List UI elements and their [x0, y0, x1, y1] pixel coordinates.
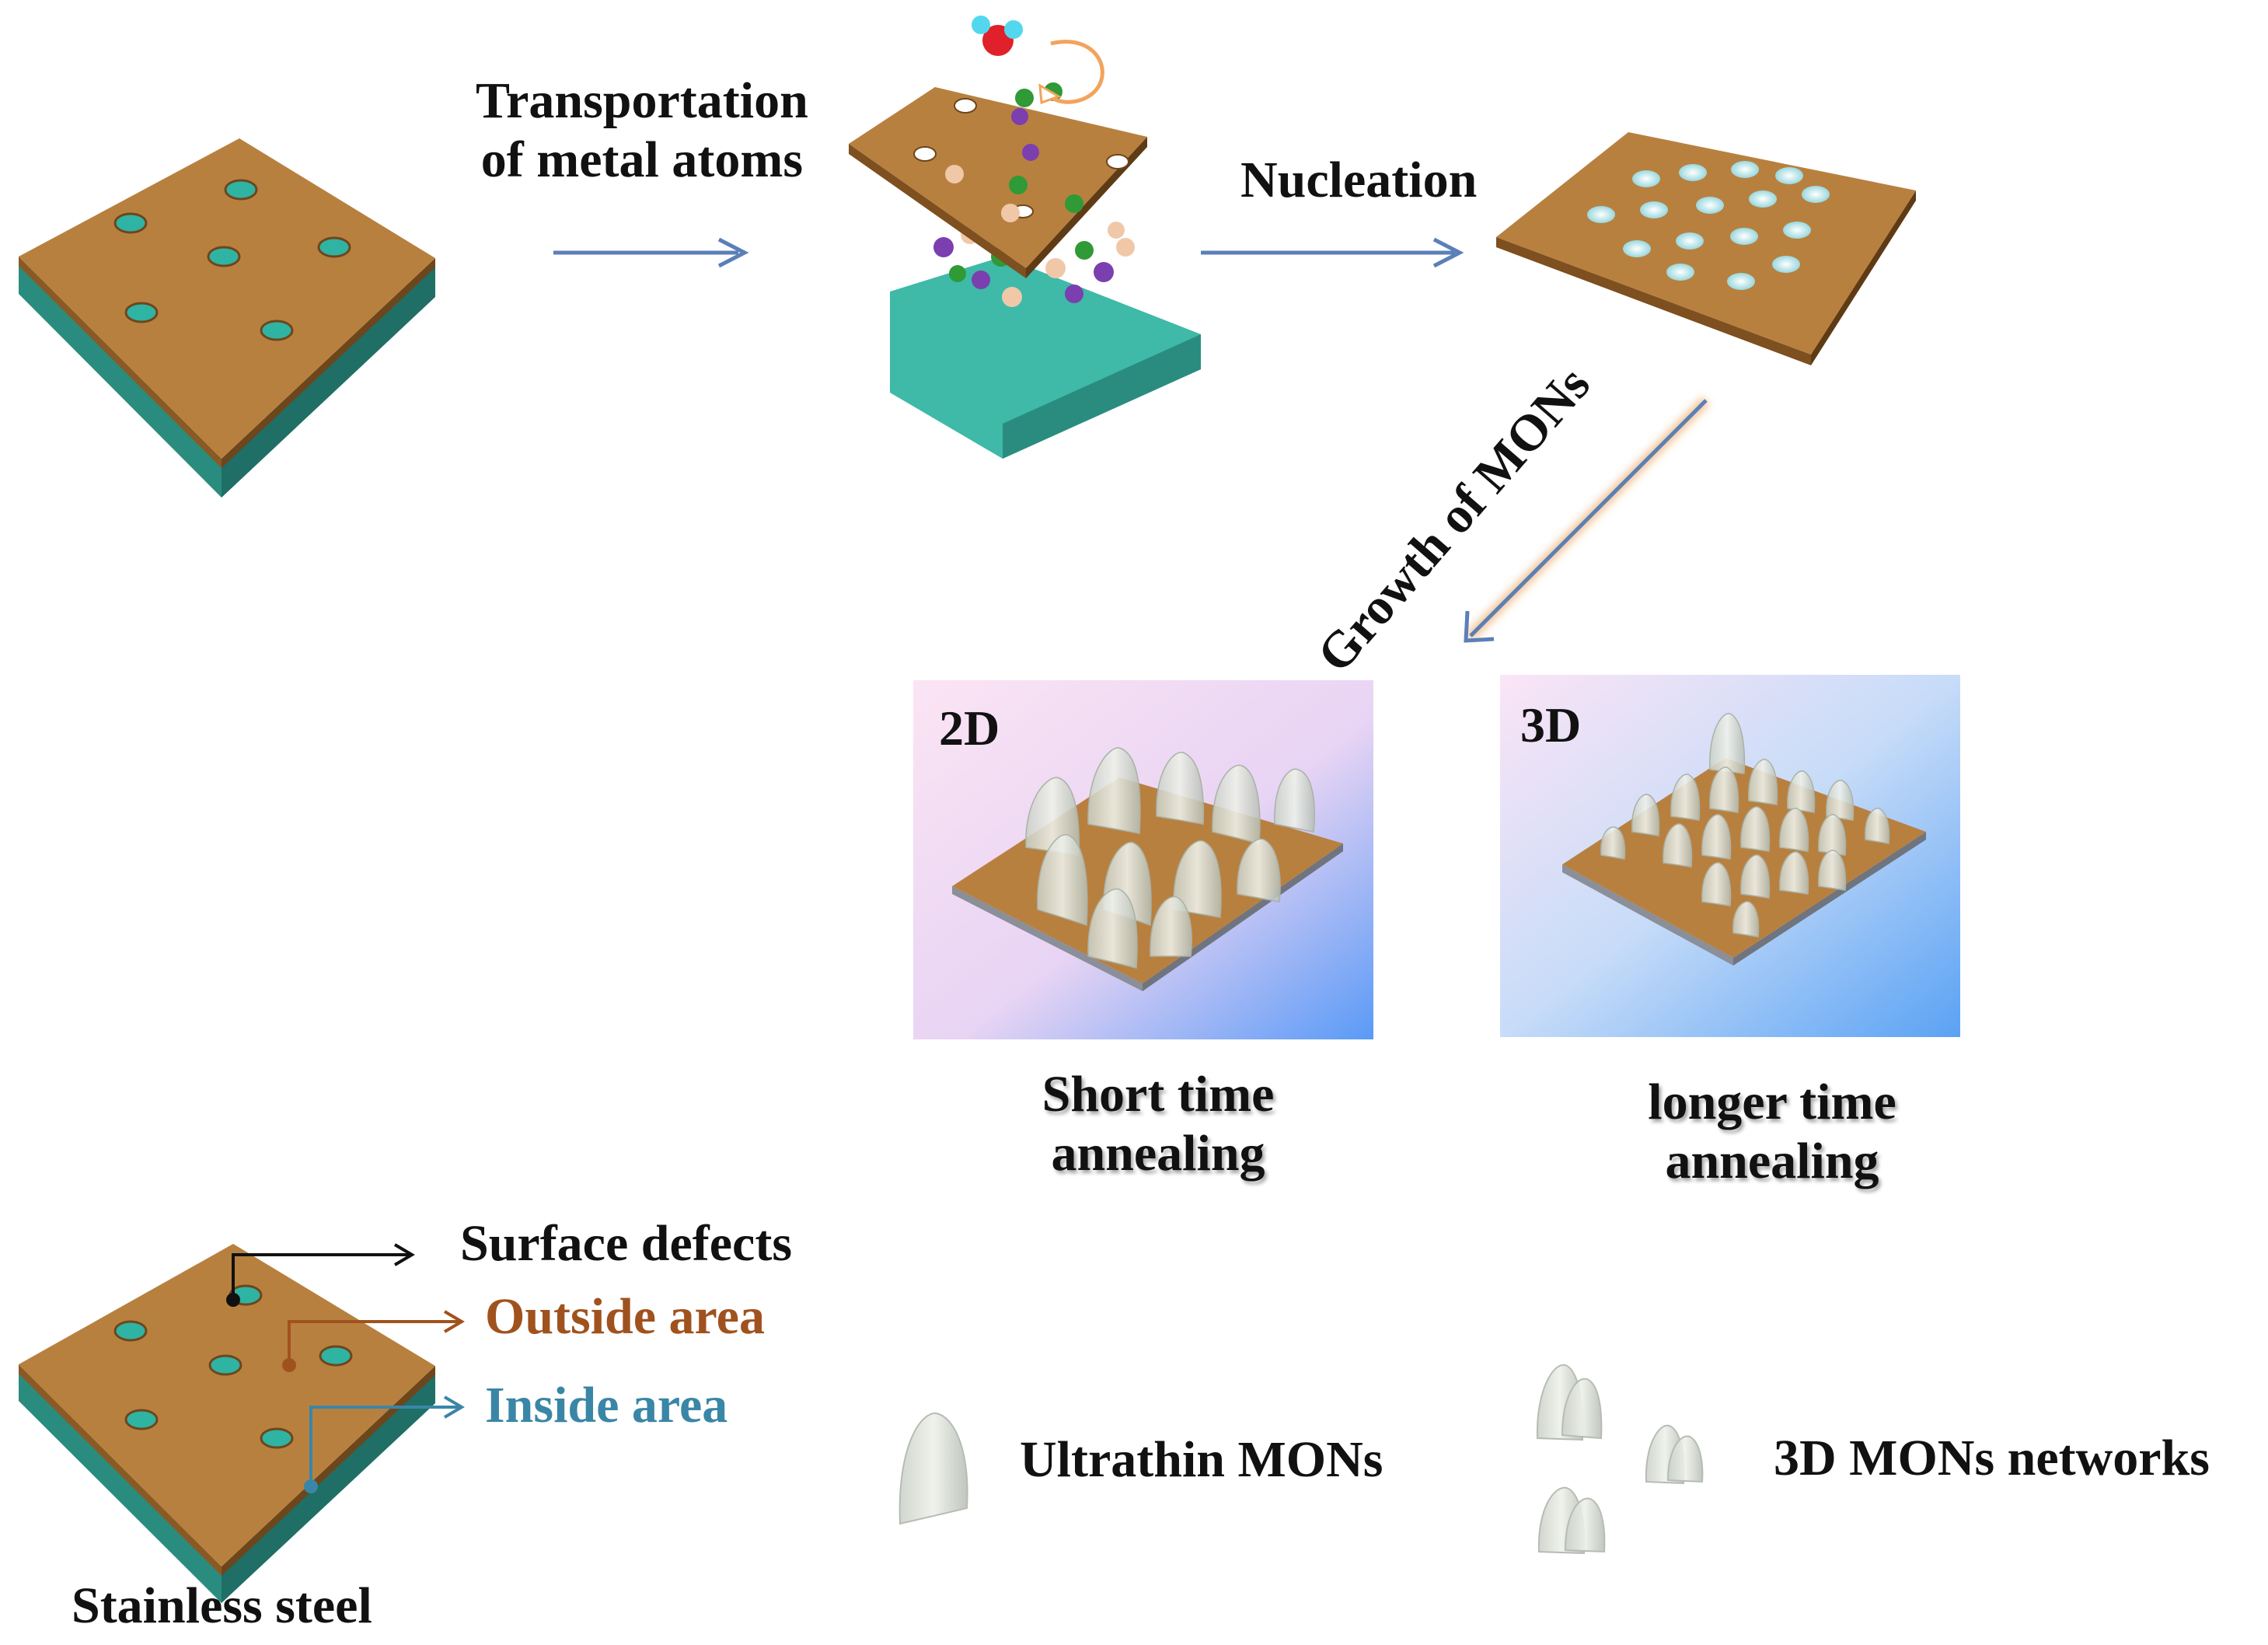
step-label-transport: Transportation of metal atoms: [476, 72, 808, 188]
substrate-label: Stainless steel: [72, 1577, 372, 1634]
arrow-growth: [1464, 396, 1710, 643]
caption-longer-annealing: longer time annealing: [1648, 1074, 1896, 1189]
callout-line-surface-defects: [226, 1243, 415, 1307]
pores-in-plate: [913, 98, 1129, 218]
substrate-with-defects: [19, 138, 435, 498]
surface-defect-holes: [113, 179, 351, 341]
legend-ultrathin-mons: Ultrathin MONs: [1020, 1431, 1383, 1488]
panel-tag-2d: 2D: [939, 700, 1000, 756]
arrow-transport: [553, 237, 749, 268]
water-molecule-icon: [972, 16, 1023, 56]
callout-outside-area: Outside area: [485, 1288, 765, 1345]
ultrathin-mons-icon: [898, 1412, 968, 1525]
3d-mons-network-sheets: [1600, 713, 1890, 938]
callout-inside-area: Inside area: [485, 1377, 728, 1434]
3d-mons-networks-icon: [1536, 1364, 1704, 1555]
nucleation-plate: [1496, 132, 1916, 365]
ultrathin-mons-sheets: [1025, 747, 1315, 969]
nucleation-sites: [1587, 161, 1830, 290]
callout-surface-defects: Surface defects: [460, 1215, 793, 1272]
callout-line-outside-area: [282, 1310, 465, 1372]
stainless-steel-legend-block: [19, 1243, 465, 1603]
arrow-nucleation: [1201, 237, 1464, 268]
transport-illustration: [849, 16, 1201, 459]
atoms-through-plate: [945, 82, 1083, 222]
caption-short-annealing: Short time annealing: [1042, 1066, 1275, 1182]
step-label-nucleation: Nucleation: [1240, 152, 1478, 208]
callout-line-inside-area: [304, 1395, 465, 1493]
rotation-arrow-icon: [1043, 40, 1104, 104]
panel-3d: [1500, 675, 1960, 1037]
panel-tag-3d: 3D: [1520, 697, 1582, 753]
defect-holes-legend: [113, 1284, 353, 1449]
panel-2d: [913, 680, 1373, 1039]
legend-3d-mons-networks: 3D MONs networks: [1774, 1430, 2210, 1486]
